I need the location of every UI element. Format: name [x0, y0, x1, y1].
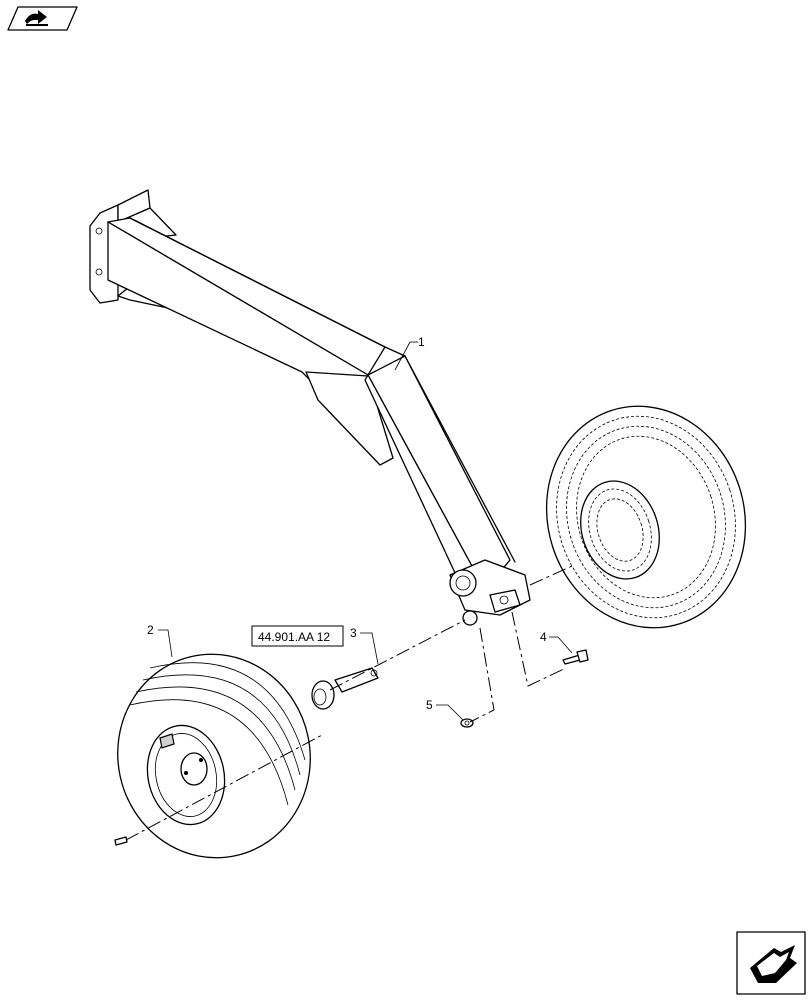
assembly-lines: [125, 565, 573, 841]
nut: [460, 718, 474, 728]
callout-5: 5: [426, 698, 433, 712]
left-wheel: [117, 653, 311, 859]
book-arrow-icon[interactable]: [7, 6, 78, 31]
next-page-arrow-icon[interactable]: [736, 931, 806, 995]
reference-label: 44.901.AA 12: [258, 630, 330, 644]
leader-lines: [158, 341, 573, 721]
arm-frame: [89, 189, 531, 626]
right-wheel: [545, 405, 747, 629]
bolt: [562, 649, 589, 665]
callout-4: 4: [540, 630, 547, 644]
callout-2: 2: [147, 623, 154, 637]
callout-3: 3: [350, 626, 357, 640]
wheel-bolt: [114, 836, 128, 846]
reference-link[interactable]: 44.901.AA 12: [251, 625, 344, 647]
spindle: [311, 667, 379, 710]
callout-1: 1: [418, 335, 425, 349]
